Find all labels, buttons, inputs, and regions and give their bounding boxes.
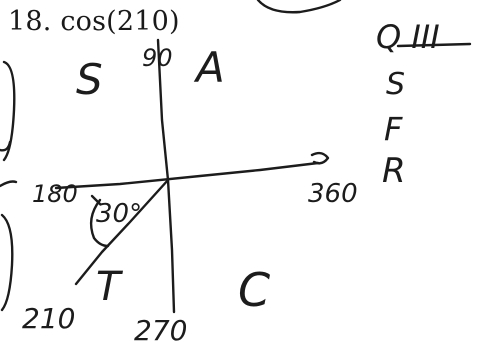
note-letter-f: F xyxy=(384,110,403,148)
problem-expression: cos(210) xyxy=(60,6,180,37)
note-quadrant-underline xyxy=(396,42,472,48)
vertical-axis xyxy=(156,38,176,314)
label-30-degrees: 30° xyxy=(96,199,142,229)
note-letter-r: R xyxy=(382,151,406,191)
quadrant-label-c: C xyxy=(238,263,270,317)
label-270: 270 xyxy=(134,314,187,347)
quadrant-label-a: A xyxy=(193,43,225,92)
left-edge-scribble xyxy=(0,140,18,188)
quadrant-label-t: T xyxy=(96,264,124,310)
label-360: 360 xyxy=(308,179,358,209)
label-90: 90 xyxy=(142,44,173,72)
label-180: 180 xyxy=(32,180,78,208)
horizontal-axis xyxy=(54,161,320,190)
terminal-side-line xyxy=(74,178,170,286)
top-arc-stroke xyxy=(256,0,342,14)
axis-right-endmark xyxy=(310,151,330,165)
quadrant-label-s: S xyxy=(76,55,103,104)
note-quadrant: Q III xyxy=(376,18,440,56)
label-210: 210 xyxy=(22,302,75,335)
reference-angle-arc-tick xyxy=(90,194,102,206)
reference-angle-arc xyxy=(89,198,110,248)
left-margin-stroke-lower xyxy=(0,213,14,312)
note-letter-s: S xyxy=(386,67,405,102)
problem-statement: 18. cos(210) xyxy=(8,6,180,37)
left-margin-stroke-upper xyxy=(2,60,16,162)
problem-number: 18. xyxy=(8,6,52,37)
